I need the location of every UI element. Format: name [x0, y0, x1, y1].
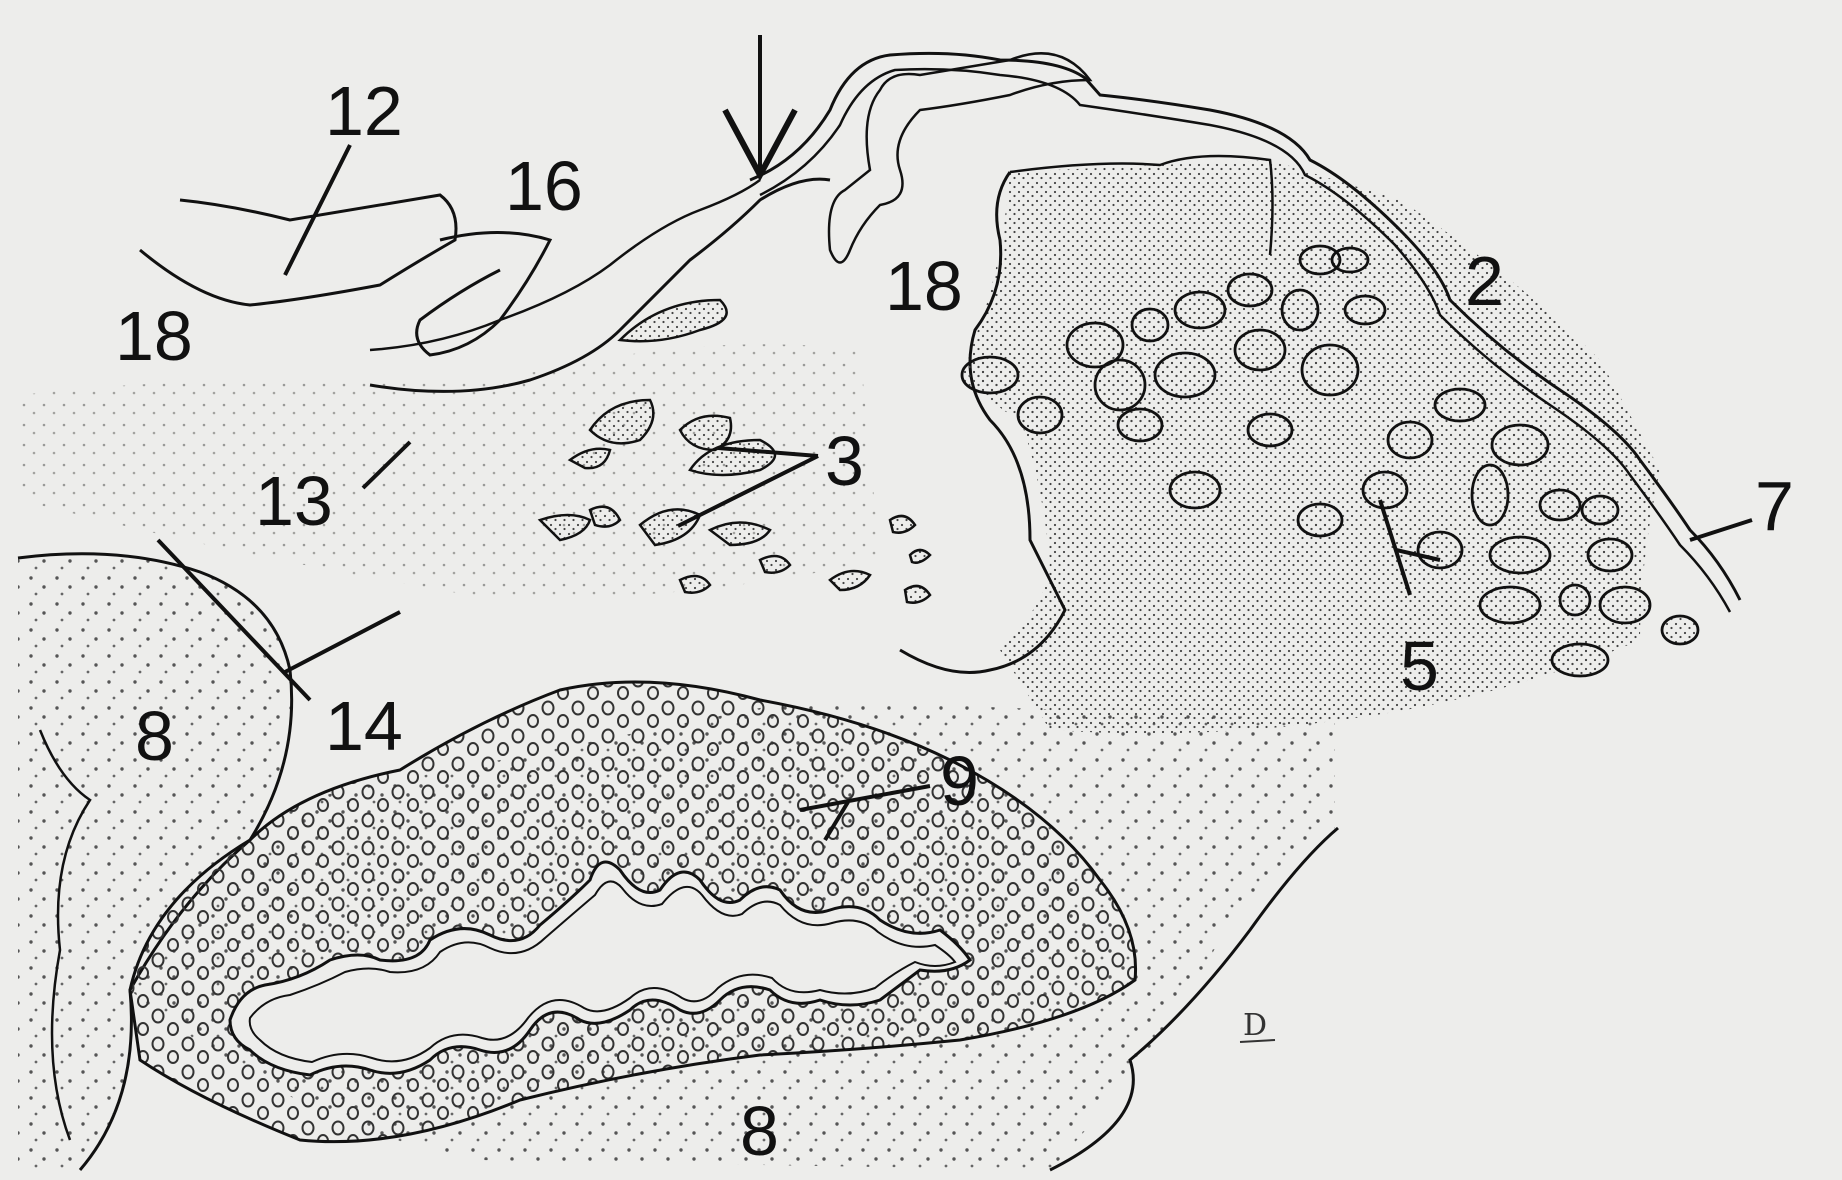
- label-3: 3: [825, 422, 864, 500]
- label-18-center: 18: [885, 247, 963, 325]
- label-12: 12: [325, 72, 403, 150]
- label-8-left: 8: [135, 697, 174, 775]
- label-2: 2: [1465, 242, 1504, 320]
- label-8-bottom: 8: [740, 1092, 779, 1170]
- label-14: 14: [325, 687, 403, 765]
- label-13: 13: [255, 462, 333, 540]
- label-7: 7: [1755, 467, 1794, 545]
- label-16: 16: [505, 147, 583, 225]
- label-18-left: 18: [115, 297, 193, 375]
- artist-signature: D: [1243, 1008, 1267, 1043]
- label-9: 9: [940, 742, 979, 820]
- label-5: 5: [1400, 627, 1439, 705]
